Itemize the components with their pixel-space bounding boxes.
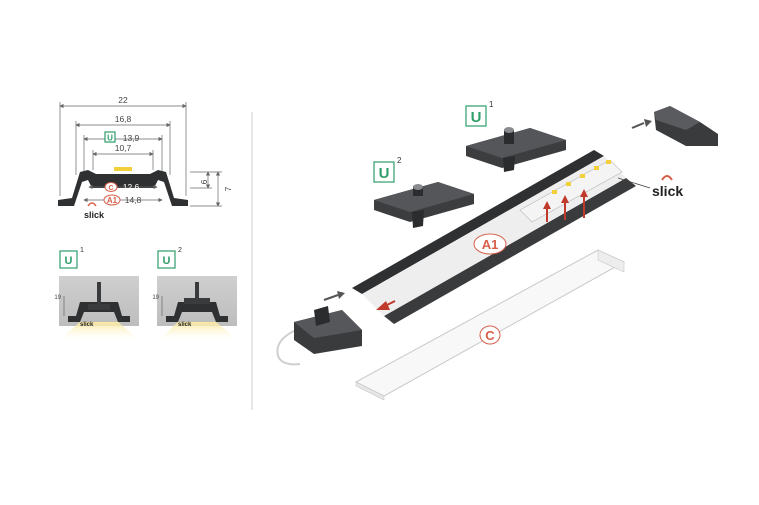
u1-badge [59, 250, 78, 269]
clip-u1-letter: U [471, 109, 482, 126]
end-cap-top [631, 106, 718, 146]
u2-badge [157, 250, 176, 269]
clip-u2-index: 2 [397, 156, 402, 165]
dim-10-7: 10,7 [115, 143, 132, 153]
dim-6: 6 [199, 179, 209, 184]
dim-12-6: 12,6 [123, 182, 140, 192]
u1-badge-letter: U [65, 255, 73, 267]
u1-screw [97, 282, 101, 306]
dim-22: 22 [118, 95, 128, 105]
led-strip [114, 167, 132, 171]
c-badge-label: C [485, 328, 495, 343]
variant-u2: U 2 19 slick [152, 247, 238, 340]
u-badge-small [104, 131, 116, 143]
exploded-view: U 1 U 2 [276, 100, 718, 401]
mounting-clip-u2 [374, 182, 474, 228]
end-cap-bottom [276, 291, 362, 366]
dim-13-9: 13,9 [123, 133, 140, 143]
cross-section-drawing: 22 16,8 U 13,9 10,7 C 12,6 A1 14,8 [58, 95, 233, 220]
u2-screw [195, 282, 199, 300]
insertion-arrows [376, 189, 588, 310]
slick-logo-mark-large [661, 175, 673, 181]
clip-u1-index: 1 [489, 100, 494, 109]
diffuser-cover-c [354, 249, 626, 401]
dim-7: 7 [223, 186, 233, 191]
u1-dim: 19 [54, 295, 61, 301]
clip-u2-letter: U [379, 165, 390, 182]
u2-clip [184, 298, 210, 304]
slick-logo-large: slick [652, 183, 683, 199]
clip-u2-badge [373, 161, 395, 183]
a1-badge-label: A1 [482, 237, 499, 252]
a1-badge [473, 233, 507, 255]
dim-16-8: 16,8 [115, 114, 132, 124]
variant-u1: U 1 19 slick [54, 247, 140, 340]
c-badge-small [104, 182, 118, 192]
c-badge-letter: C [108, 185, 113, 192]
u1-clip [88, 304, 110, 310]
u2-index: 2 [178, 247, 182, 254]
u2-badge-letter: U [163, 255, 171, 267]
dim-14-8: 14,8 [125, 195, 142, 205]
u2-dim: 19 [152, 295, 159, 301]
u1-index: 1 [80, 247, 84, 254]
u2-slick: slick [178, 322, 192, 328]
mounting-clip-u1 [466, 127, 566, 172]
u2-light-glow [158, 322, 238, 340]
clip-u1-badge [465, 105, 487, 127]
c-badge [479, 325, 501, 345]
u1-profile [68, 302, 130, 322]
u1-slick: slick [80, 322, 94, 328]
a1-badge-small [103, 194, 121, 206]
slick-logo-mark [87, 202, 97, 207]
slick-logo-text: slick [84, 210, 105, 220]
u-badge-letter: U [107, 134, 113, 143]
u2-profile [166, 302, 228, 322]
a1-badge-letter: A1 [107, 196, 118, 205]
u1-light-glow [60, 322, 140, 340]
